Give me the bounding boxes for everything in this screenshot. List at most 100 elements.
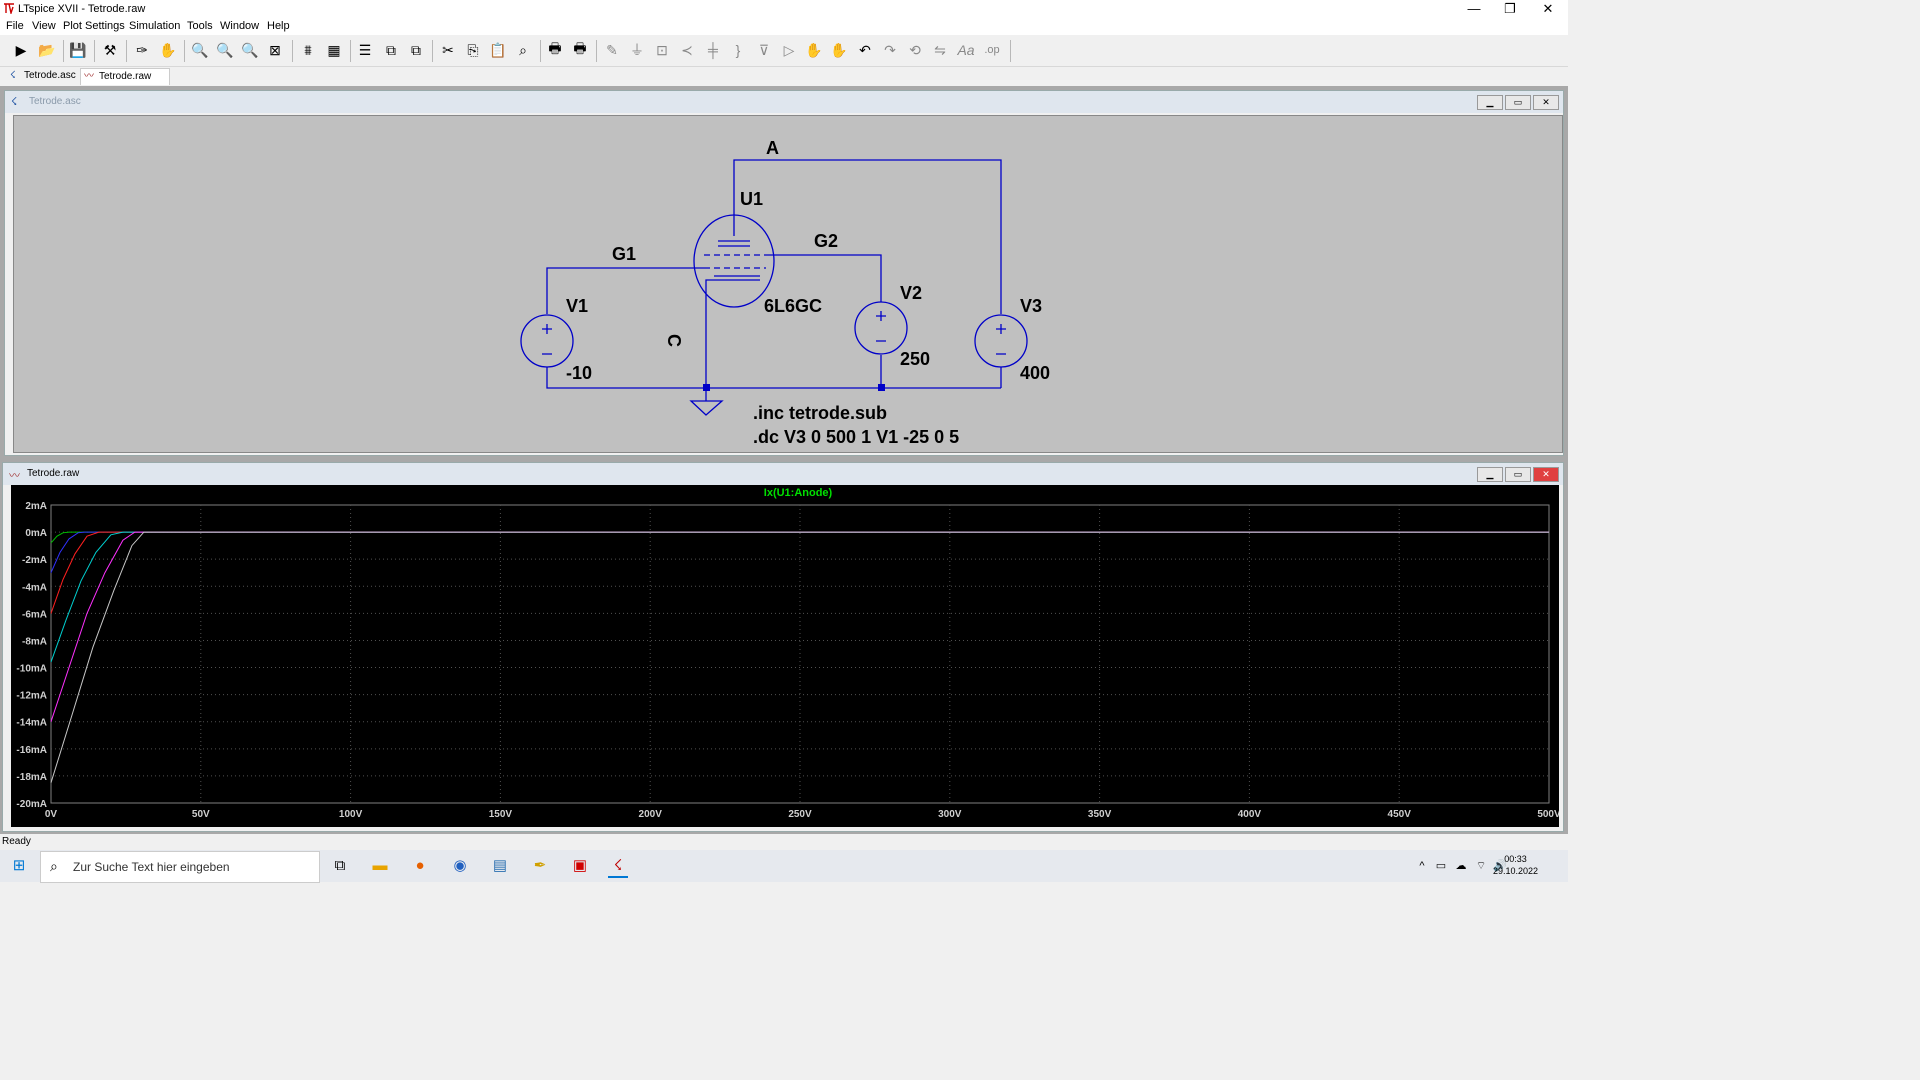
- task-view-icon[interactable]: ⧉: [334, 857, 346, 874]
- calculator-icon[interactable]: ▤: [492, 857, 508, 874]
- cut-icon[interactable]: ✂: [442, 41, 454, 58]
- windows-start-icon[interactable]: ⊞: [12, 857, 26, 874]
- rotate-icon[interactable]: ⟲: [909, 41, 921, 58]
- ref-v3[interactable]: V3: [1020, 296, 1043, 316]
- run-icon[interactable]: ▶: [15, 41, 27, 58]
- find-icon[interactable]: ⌕: [519, 41, 527, 58]
- schematic-minimize-button[interactable]: ▁: [1477, 95, 1503, 110]
- trace-line-5[interactable]: [50, 531, 1549, 722]
- redo-icon[interactable]: ↷: [884, 41, 896, 58]
- drag-icon[interactable]: ✋: [830, 41, 848, 58]
- plot-close-button[interactable]: ✕: [1533, 467, 1559, 482]
- open-icon[interactable]: 📂: [38, 41, 56, 58]
- save-icon[interactable]: 💾: [69, 41, 87, 58]
- menu-help[interactable]: Help: [267, 20, 290, 32]
- network-icon[interactable]: ⌔: [1475, 860, 1487, 872]
- spice-directive-icon[interactable]: .op: [984, 44, 1000, 56]
- firefox-icon[interactable]: ●: [415, 857, 425, 874]
- taskbar-search-box[interactable]: ⌕ Zur Suche Text hier eingeben: [40, 851, 320, 883]
- tray-chevron-icon[interactable]: ^: [1419, 860, 1425, 872]
- plot-minimize-button[interactable]: ▁: [1477, 467, 1503, 482]
- zoom-area-icon[interactable]: 🔍: [216, 41, 234, 58]
- schematic-maximize-button[interactable]: ▭: [1505, 95, 1531, 110]
- print-icon[interactable]: 🖶: [548, 40, 562, 56]
- taskbar-clock[interactable]: 00:33 29.10.2022: [1493, 853, 1538, 877]
- capacitor-icon[interactable]: ╪: [708, 42, 718, 58]
- zoom-out-icon[interactable]: 🔍: [241, 41, 259, 58]
- spice-directive-include[interactable]: .inc tetrode.sub: [753, 403, 888, 423]
- grid-icon[interactable]: ▦: [327, 41, 341, 58]
- tab-tetrode-asc[interactable]: ☇ Tetrode.asc: [6, 68, 94, 84]
- menu-simulation[interactable]: Simulation: [129, 20, 181, 32]
- close-button[interactable]: ✕: [1542, 1, 1554, 16]
- menu-window[interactable]: Window: [220, 20, 260, 32]
- menu-plot-settings[interactable]: Plot Settings: [63, 20, 125, 32]
- v3-value[interactable]: 400: [1020, 363, 1051, 383]
- probe-icon[interactable]: ✑: [136, 41, 148, 58]
- restore-button[interactable]: ❐: [1504, 1, 1516, 16]
- zoom-in-icon[interactable]: 🔍: [191, 41, 209, 58]
- plot-maximize-button[interactable]: ▭: [1505, 467, 1531, 482]
- copy-icon[interactable]: ⎘: [467, 41, 479, 58]
- schematic-close-button[interactable]: ✕: [1533, 95, 1559, 110]
- file-explorer-icon[interactable]: ▬: [372, 857, 388, 874]
- component-icon[interactable]: ▷: [783, 41, 795, 58]
- ref-u1[interactable]: U1: [740, 189, 764, 209]
- net-label-c[interactable]: C: [664, 334, 684, 347]
- tile-horizontal-icon[interactable]: ☰: [358, 41, 372, 58]
- inductor-icon[interactable]: }: [735, 42, 741, 58]
- toolbar: ▶ 📂 💾 ⚒ ✑ ✋ 🔍 🔍 🔍 ⊠ ⩩ ▦ ☰ ⧉ ⧉ ✂ ⎘ 📋 ⌕ 🖶 …: [0, 35, 1568, 67]
- net-label-a[interactable]: A: [766, 138, 779, 158]
- mdi-area: ☇ Tetrode.asc ▁ ▭ ✕: [0, 86, 1568, 834]
- onedrive-icon[interactable]: ☁: [1455, 860, 1467, 872]
- menu-view[interactable]: View: [32, 20, 56, 32]
- window-title: LTspice XVII - Tetrode.raw: [18, 3, 146, 15]
- wire-icon[interactable]: ✎: [606, 41, 618, 58]
- v2-source: [854, 301, 908, 355]
- print-preview-icon[interactable]: 🖶: [573, 40, 587, 56]
- menu-file[interactable]: File: [6, 20, 24, 32]
- tab-tetrode-raw[interactable]: 〰 Tetrode.raw: [80, 68, 170, 85]
- net-label-g2[interactable]: G2: [814, 231, 839, 251]
- ref-v1[interactable]: V1: [566, 296, 589, 316]
- ltspice-pen-icon[interactable]: ✒: [533, 857, 547, 874]
- net-label-g1[interactable]: G1: [612, 244, 637, 264]
- label-icon[interactable]: ⊡: [656, 41, 668, 58]
- pan-icon[interactable]: ✋: [159, 41, 177, 58]
- v1-value[interactable]: -10: [566, 363, 593, 383]
- autorange-icon[interactable]: ⩩: [304, 41, 312, 58]
- ground-icon[interactable]: ⏚: [630, 42, 644, 58]
- undo-icon[interactable]: ↶: [859, 41, 871, 58]
- zoom-fit-icon[interactable]: ⊠: [269, 41, 281, 58]
- diode-icon[interactable]: ⊽: [758, 41, 770, 58]
- trace-line-4[interactable]: [50, 531, 1549, 663]
- v2-value[interactable]: 250: [900, 349, 931, 369]
- move-icon[interactable]: ✋: [805, 41, 823, 58]
- app-icon[interactable]: ◉: [453, 857, 467, 874]
- y-tick-label: -2mA: [22, 555, 47, 566]
- pdf-reader-icon[interactable]: ▣: [572, 857, 588, 874]
- volume-icon[interactable]: 🔊: [1493, 860, 1507, 872]
- tube-cathode: [709, 275, 760, 281]
- trace-label[interactable]: Ix(U1:Anode): [764, 487, 833, 499]
- resistor-icon[interactable]: ≺: [681, 41, 693, 58]
- trace-line-6[interactable]: [50, 531, 1549, 783]
- ltspice-taskbar-icon[interactable]: ☇: [608, 856, 628, 878]
- control-panel-icon[interactable]: ⚒: [103, 41, 117, 58]
- cascade-icon[interactable]: ⧉: [411, 41, 421, 58]
- v3-source: [974, 314, 1028, 368]
- text-icon[interactable]: Aa: [957, 42, 975, 58]
- minimize-button[interactable]: —: [1467, 1, 1481, 16]
- spice-directive-dc[interactable]: .dc V3 0 500 1 V1 -25 0 5: [753, 427, 960, 447]
- schematic-canvas[interactable]: A U1 G1 G2 V1 V2 V3 6L6GC C -10 250 400 …: [13, 115, 1563, 453]
- menu-tools[interactable]: Tools: [187, 20, 213, 32]
- trace-line-2[interactable]: [50, 531, 1549, 573]
- tile-vertical-icon[interactable]: ⧉: [386, 41, 396, 58]
- mirror-icon[interactable]: ⇋: [934, 41, 946, 58]
- tray-device-icon[interactable]: ▭: [1435, 860, 1447, 872]
- toolbar-separator: [126, 40, 127, 62]
- tube-model-label[interactable]: 6L6GC: [764, 296, 823, 316]
- paste-icon[interactable]: 📋: [489, 41, 507, 58]
- ref-v2[interactable]: V2: [900, 283, 923, 303]
